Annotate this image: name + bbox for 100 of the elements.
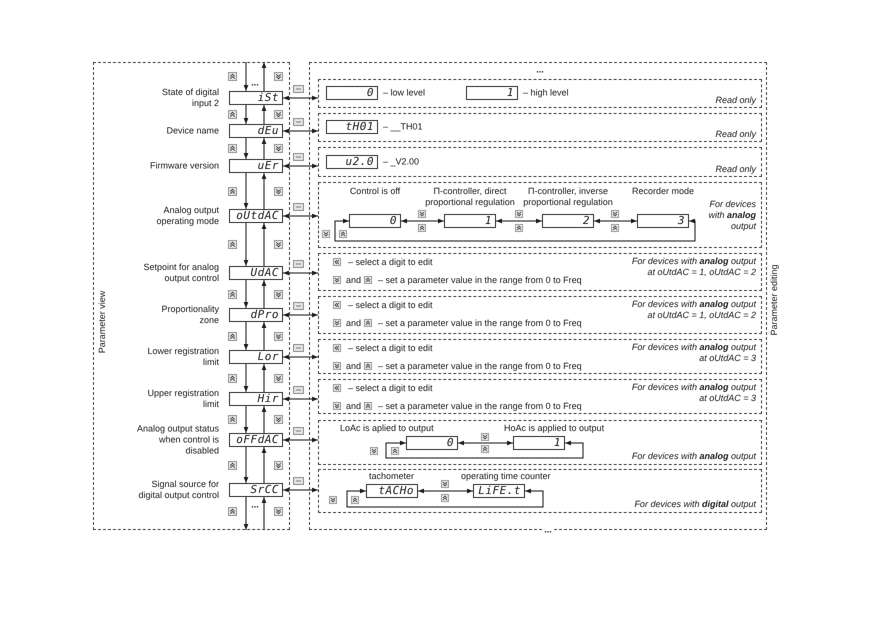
arrow (244, 62, 248, 92)
parameter-name: Firmware version (148, 160, 219, 172)
double-arrow (594, 218, 638, 224)
section-title: Parameter editing (769, 264, 780, 336)
instruction-text: – select a digit to edit (348, 300, 433, 311)
value-caption: – low level (383, 88, 426, 98)
lcd-readout: oUtdAC (236, 210, 279, 222)
lcd-readout: u2.0 (346, 156, 374, 168)
arrow (262, 62, 266, 92)
dashed-panel (318, 79, 762, 108)
lcd-readout: dEu (258, 125, 279, 137)
arrow (262, 364, 266, 392)
instruction-text: and (346, 318, 362, 329)
double-arrow (282, 270, 318, 276)
parameter-name: Upper registration limit (146, 388, 219, 410)
value-caption: – _V2.00 (383, 156, 420, 168)
dashed-panel (318, 296, 762, 334)
dashed-panel (318, 339, 762, 374)
lcd-readout: LiFE.t (478, 485, 521, 497)
double-arrow (282, 488, 318, 492)
lcd-readout: Hir (258, 393, 279, 405)
double-arrow (282, 438, 318, 442)
option-caption: operating time counter (461, 471, 551, 482)
dashed-panel (318, 253, 762, 291)
dashed-panel (318, 113, 762, 142)
dashed-panel (318, 379, 762, 414)
arrow (262, 104, 266, 124)
section-title: Parameter view (97, 290, 108, 354)
parameter-name: State of digital input 2 (160, 87, 219, 109)
option-caption: HoAc is applied to output (504, 423, 604, 434)
lcd-readout: oFFdAC (236, 434, 279, 446)
condition-note: For devices with digital output (634, 499, 756, 510)
lcd-readout: dPro (250, 309, 279, 321)
loop-arrow (346, 488, 544, 508)
dashed-panel (318, 420, 762, 465)
instruction-text: – set a parameter value in the range from 0 to Freq (378, 401, 582, 412)
arrow (262, 322, 266, 350)
arrow (244, 280, 248, 308)
instruction-text: – set a parameter value in the range from 0 to Freq (378, 275, 582, 286)
double-arrow (496, 218, 542, 224)
arrow (244, 364, 248, 392)
dashed-panel (318, 469, 762, 513)
option-caption: Control is off (348, 186, 402, 197)
lcd-readout: SrCC (250, 484, 279, 496)
arrow (244, 406, 248, 434)
instruction-text: – set a parameter value in the range from 0 to Freq (378, 361, 582, 372)
parameter-name: Signal source for digital output control (137, 479, 219, 501)
double-arrow (282, 164, 318, 168)
arrow (244, 138, 248, 160)
instruction-text: – set a parameter value in the range from 0 to Freq (378, 318, 582, 329)
arrow (262, 406, 266, 434)
instruction-text: and (346, 401, 362, 412)
instruction-text: – select a digit to edit (348, 343, 433, 354)
note-text: Read only (715, 95, 756, 106)
option-caption: Recorder mode (630, 186, 696, 197)
double-arrow (282, 354, 318, 360)
lcd-readout: Lor (258, 351, 279, 363)
condition-note: For devices with analog output (632, 451, 756, 462)
condition-note: For devices with analog output at oUtdAC = 3 (630, 342, 756, 364)
loop-arrow (334, 218, 696, 242)
instruction-text: – select a digit to edit (348, 383, 433, 394)
double-arrow (458, 440, 514, 446)
double-arrow (418, 488, 474, 494)
parameter-name: Analog output operating mode (155, 205, 219, 227)
condition-note: For devices with analog output at oUtdAC = 1, oUtdAC = 2 (630, 256, 756, 278)
arrow (244, 104, 248, 124)
parameter-name: Proportionality zone (160, 304, 219, 326)
lcd-readout: UdAC (250, 267, 279, 279)
lcd-readout: 2 (582, 215, 590, 227)
lcd-readout: 3 (678, 215, 685, 227)
instruction-text: and (346, 275, 362, 286)
double-arrow (282, 96, 318, 100)
value-caption: – __TH01 (383, 122, 423, 132)
option-caption: П-controller, inverse proportional regulation (522, 186, 614, 208)
parameter-name: Analog output status when control is disabled (136, 424, 219, 456)
condition-note: For devices with analog output at oUtdAC = 1, oUtdAC = 2 (630, 299, 756, 321)
parameter-name: Lower registration limit (146, 346, 219, 368)
double-arrow (400, 218, 444, 224)
double-arrow (282, 214, 318, 218)
option-caption: LoAc is aplied to output (340, 423, 434, 434)
arrow (244, 446, 248, 484)
lcd-readout: 1 (506, 87, 514, 99)
option-caption: tachometer (369, 471, 414, 482)
double-arrow (282, 312, 318, 318)
instruction-text: and (346, 361, 362, 372)
double-arrow (282, 396, 318, 402)
lcd-readout: tH01 (346, 121, 374, 133)
arrow (262, 222, 266, 266)
lcd-readout: 0 (446, 437, 454, 449)
condition-note: For devices with analog output at oUtdAC = 3 (630, 382, 756, 404)
lcd-readout: tACHo (378, 485, 414, 497)
note-text: Read only (715, 164, 756, 175)
arrow (244, 496, 248, 530)
dashed-frame (93, 62, 290, 530)
loop-arrow (386, 440, 584, 458)
parameter-name: Setpoint for analog output control (142, 262, 219, 284)
lcd-readout: 1 (484, 215, 492, 227)
dashed-panel (318, 182, 762, 248)
lcd-readout: iSt (258, 92, 279, 104)
lcd-readout: uEr (258, 160, 279, 172)
